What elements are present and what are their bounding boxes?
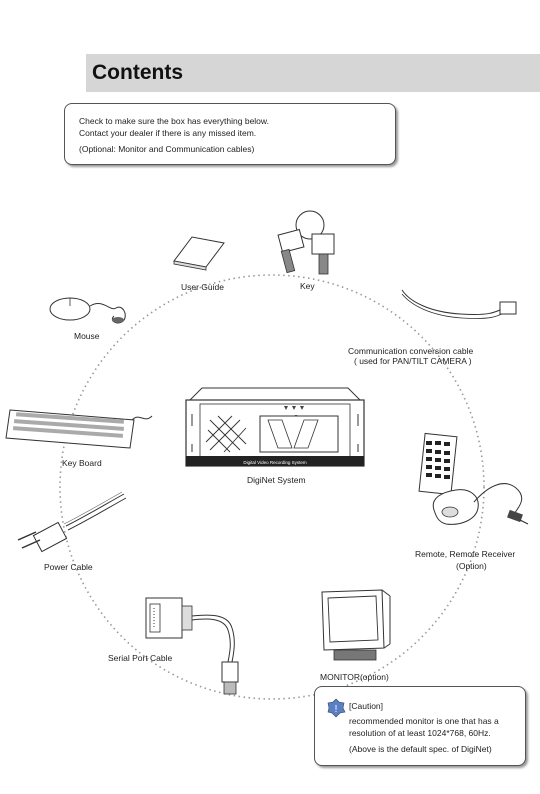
system-panel-text: Digital Video Recording System: [243, 460, 306, 465]
remote-control-icon: [418, 432, 458, 496]
remote-label-1: Remote, Remote Receiver: [415, 549, 516, 559]
power-cable-icon: [17, 491, 127, 553]
monitor-label: MONITOR(option): [320, 672, 389, 682]
note-line-2: Contact your dealer if there is any miss…: [79, 128, 257, 138]
mouse-label: Mouse: [74, 331, 100, 341]
serial-cable-icon: [145, 597, 239, 695]
comm-cable-label-1: Communication conversion cable: [348, 346, 474, 356]
diginet-system-label: DigiNet System: [247, 475, 306, 485]
comm-cable-icon: [401, 289, 517, 319]
caution-title: [Caution]: [349, 701, 384, 711]
key-icon: [277, 210, 335, 275]
note-line-3: (Optional: Monitor and Communication cab…: [79, 144, 255, 154]
note-line-1: Check to make sure the box has everythin…: [79, 116, 269, 126]
mouse-icon: [49, 297, 126, 324]
user-guide-icon: [173, 236, 225, 271]
monitor-icon: [321, 589, 391, 661]
user-guide-label: User Guide: [181, 282, 224, 292]
diginet-system-icon: Digital Video Recording System: [185, 387, 365, 467]
note-box: Check to make sure the box has everythin…: [64, 103, 396, 165]
caution-line-2: resolution of at least 1024*768, 60Hz.: [349, 728, 491, 738]
caution-line-3: (Above is the default spec. of DigiNet): [349, 744, 492, 754]
remote-label-2: (Option): [456, 561, 487, 571]
remote-receiver-icon: [432, 483, 529, 525]
caution-box: ! [Caution] recommended monitor is one t…: [314, 686, 526, 766]
caution-line-1: recommended monitor is one that has a: [349, 716, 499, 726]
svg-text:!: !: [335, 704, 338, 715]
title-bar: Contents: [86, 54, 540, 92]
caution-icon: !: [327, 698, 346, 718]
page-title: Contents: [92, 61, 183, 84]
keyboard-label: Key Board: [62, 458, 102, 468]
keyboard-icon: [5, 409, 153, 449]
key-label: Key: [300, 281, 315, 291]
serial-cable-label: Serial Port Cable: [108, 653, 173, 663]
comm-cable-label-2: ( used for PAN/TILT CAMERA ): [354, 356, 472, 366]
power-cable-label: Power Cable: [44, 562, 93, 572]
